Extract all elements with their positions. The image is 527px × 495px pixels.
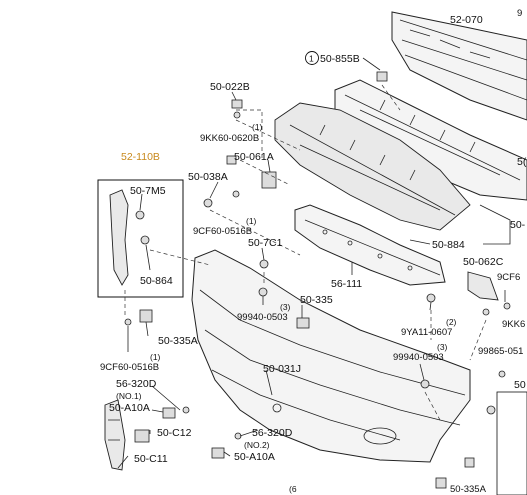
right-side-bracket[interactable]: [467, 271, 499, 301]
label-50-edge-upper: 5(: [517, 156, 527, 168]
label-50-038a: 50-038A: [188, 171, 228, 183]
label-50-062c: 50-062C: [463, 256, 504, 268]
label-9ya11-qty: (2): [446, 317, 457, 327]
upper-absorber-bracket[interactable]: [274, 102, 471, 231]
label-99940-0503-left: 99940-0503: [237, 312, 288, 323]
side-bracket-box: [97, 179, 184, 298]
label-56-320d-left: 56-320D: [116, 378, 157, 390]
label-50-884: 50-884: [432, 239, 465, 251]
label-bottom-qty: (6: [289, 484, 297, 494]
label-52-070: 52-070: [450, 14, 483, 26]
label-50-061a: 50-061A: [234, 151, 274, 163]
side-bracket-part[interactable]: [109, 189, 129, 286]
label-50-a10a-left: 50-A10A: [109, 402, 150, 414]
label-9kk60-0620b: 9KK60-0620B: [200, 133, 259, 144]
label-99940-left-qty: (3): [280, 302, 291, 312]
label-50-c12: 50-C12: [157, 427, 192, 439]
label-50-a10a-right: 50-A10A: [234, 451, 275, 463]
quantity-circle: [305, 51, 319, 65]
bumper-cover[interactable]: [191, 249, 471, 463]
label-50-855b: 50-855B: [320, 53, 360, 65]
label-50-335: 50-335: [300, 294, 333, 306]
label-no2-note: (NO.2): [244, 440, 270, 450]
label-edge-9: 9: [517, 8, 522, 19]
callout-labels: 52-070 9 1 50-855B 50-022B (1) 9KK60-062…: [100, 8, 527, 495]
fog-lamp-harness-clip[interactable]: [104, 399, 150, 471]
under-shield[interactable]: [294, 204, 446, 286]
label-9kk6-edge: 9KK6: [502, 319, 525, 330]
label-9cf60-0516b-top: 9CF60-0516B: [193, 226, 252, 237]
fastener-screw-icon[interactable]: [124, 71, 511, 489]
label-9cf6-edge: 9CF6: [497, 272, 520, 283]
energy-absorber[interactable]: [334, 79, 527, 201]
label-50-edge-mid: 50-: [510, 219, 526, 231]
label-56-111: 56-111: [331, 278, 362, 290]
label-50-855b-qty: 1: [309, 54, 314, 64]
label-9ya11-0607: 9YA11-0607: [401, 327, 452, 338]
label-50-022b: 50-022B: [210, 81, 250, 93]
label-99865-051: 99865-051: [478, 346, 523, 357]
leader-lines: [117, 57, 511, 469]
label-50-7c1: 50-7C1: [248, 237, 283, 249]
label-9cf60-top-qty: (1): [246, 216, 257, 226]
label-50-335a: 50-335A: [158, 335, 198, 347]
label-56-320d-right: 56-320D: [252, 427, 293, 439]
label-50-335a-bottom: 50-335A: [450, 484, 487, 495]
label-no1-note: (NO.1): [116, 391, 142, 401]
assembly-guide-lines: [124, 84, 487, 421]
bumper-reinforcement[interactable]: [391, 11, 527, 121]
label-9cf60-bottom-qty: (1): [150, 352, 161, 362]
lower-right-box: [496, 391, 527, 495]
label-9kk60-qty: (1): [252, 122, 263, 132]
label-50-864: 50-864: [140, 275, 173, 287]
label-50-031j: 50-031J: [263, 363, 301, 375]
label-50-c11: 50-C11: [134, 453, 168, 465]
label-9cf60-0516b-bottom: 9CF60-0516B: [100, 362, 159, 373]
label-50-7m5: 50-7M5: [130, 185, 166, 197]
label-99940-0503-right: 99940-0503: [393, 352, 444, 363]
label-99940-right-qty: (3): [437, 342, 448, 352]
label-50-edge-right: 50: [514, 379, 526, 391]
label-52-110b: 52-110B: [121, 151, 160, 163]
